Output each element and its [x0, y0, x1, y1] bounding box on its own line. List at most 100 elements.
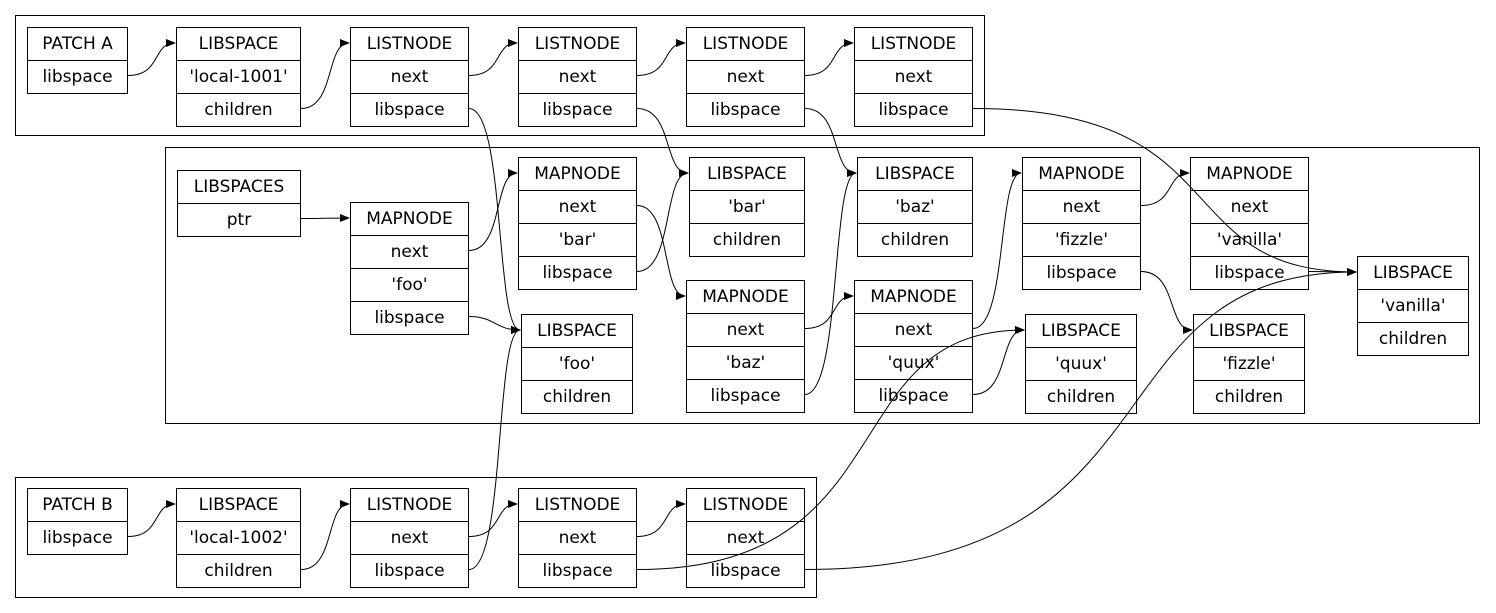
node-field: 'local-1002' [177, 521, 300, 554]
node-field: children [858, 223, 972, 256]
node-header: LISTNODE [870, 34, 957, 54]
node-header: LISTNODE [702, 34, 789, 54]
node-field: libspace [855, 93, 972, 126]
node-field: libspace [519, 93, 636, 126]
node-header: LISTNODE [534, 34, 621, 54]
node-field: libspace [351, 301, 468, 334]
record-node-lsVanilla: LIBSPACE 'vanilla'children [1357, 256, 1469, 356]
record-node-lsA: LIBSPACE 'local-1001'children [176, 27, 301, 127]
node-field: 'vanilla' [1358, 289, 1468, 322]
node-field: libspace [519, 554, 636, 587]
record-node-mVanilla: MAPNODE next'vanilla'libspace [1190, 157, 1309, 290]
node-field: next [855, 313, 972, 346]
node-field: 'vanilla' [1191, 223, 1308, 256]
node-field: libspace [351, 554, 468, 587]
record-node-mQuux: MAPNODE next'quux'libspace [854, 280, 973, 413]
node-field: next [1023, 190, 1140, 223]
node-header: MAPNODE [366, 209, 453, 229]
node-field: next [687, 313, 804, 346]
record-node-patchA: PATCH A libspace [27, 27, 128, 94]
node-field: libspace [28, 60, 127, 93]
node-field: 'bar' [519, 223, 636, 256]
node-field: children [522, 380, 632, 413]
node-header: LIBSPACE [198, 34, 279, 54]
node-header: LIBSPACE [1209, 321, 1289, 341]
node-header: LIBSPACE [1373, 263, 1453, 283]
node-field: ptr [178, 203, 300, 236]
node-field: children [690, 223, 804, 256]
node-header: LIBSPACE [198, 495, 279, 515]
record-node-lsFoo: LIBSPACE 'foo'children [521, 314, 633, 414]
record-node-patchB: PATCH B libspace [27, 488, 128, 555]
node-field: libspace [687, 93, 804, 126]
node-field: libspace [687, 379, 804, 412]
record-node-lsBaz: LIBSPACE 'baz'children [857, 157, 973, 257]
record-node-lsB: LIBSPACE 'local-1002'children [176, 488, 301, 588]
node-field: next [519, 190, 636, 223]
node-header: MAPNODE [1038, 164, 1125, 184]
node-field: libspace [1023, 256, 1140, 289]
node-header: LIBSPACE [875, 164, 955, 184]
node-header: MAPNODE [1206, 164, 1293, 184]
node-field: libspace [855, 379, 972, 412]
node-header: LISTNODE [366, 34, 453, 54]
node-field: next [351, 235, 468, 268]
node-header: LISTNODE [366, 495, 453, 515]
node-header: PATCH A [42, 34, 113, 54]
node-header: MAPNODE [702, 287, 789, 307]
node-field: libspace [687, 554, 804, 587]
node-header: LIBSPACE [1041, 321, 1121, 341]
record-node-lsQuux: LIBSPACE 'quux'children [1025, 314, 1137, 414]
node-field: 'quux' [1026, 347, 1136, 380]
record-node-mBaz: MAPNODE next'baz'libspace [686, 280, 805, 413]
node-field: next [687, 521, 804, 554]
node-field: 'baz' [687, 346, 804, 379]
record-node-mBar: MAPNODE next'bar'libspace [518, 157, 637, 290]
patch-a-cluster [15, 15, 985, 136]
node-field: 'foo' [522, 347, 632, 380]
node-header: LISTNODE [702, 495, 789, 515]
node-field: 'baz' [858, 190, 972, 223]
record-node-mFoo: MAPNODE next'foo'libspace [350, 202, 469, 335]
record-node-lsFizzle: LIBSPACE 'fizzle'children [1193, 314, 1305, 414]
node-field: libspace [519, 256, 636, 289]
node-field: 'fizzle' [1194, 347, 1304, 380]
record-node-lsBar: LIBSPACE 'bar'children [689, 157, 805, 257]
node-field: 'foo' [351, 268, 468, 301]
node-header: LIBSPACE [707, 164, 787, 184]
node-field: children [1026, 380, 1136, 413]
node-field: libspace [28, 521, 127, 554]
node-field: next [1191, 190, 1308, 223]
node-field: 'local-1001' [177, 60, 300, 93]
node-header: MAPNODE [870, 287, 957, 307]
node-field: next [351, 521, 468, 554]
node-header: LIBSPACES [193, 177, 285, 197]
node-field: 'fizzle' [1023, 223, 1140, 256]
node-field: next [519, 521, 636, 554]
node-header: LISTNODE [534, 495, 621, 515]
node-field: libspace [1191, 256, 1308, 289]
node-field: libspace [351, 93, 468, 126]
node-header: MAPNODE [534, 164, 621, 184]
record-node-libspaces: LIBSPACES ptr [177, 170, 301, 237]
node-field: next [351, 60, 468, 93]
node-header: PATCH B [42, 495, 113, 515]
node-field: next [687, 60, 804, 93]
node-field: 'bar' [690, 190, 804, 223]
node-field: next [855, 60, 972, 93]
node-field: next [519, 60, 636, 93]
node-field: 'quux' [855, 346, 972, 379]
node-field: children [1358, 322, 1468, 355]
node-header: LIBSPACE [537, 321, 617, 341]
node-field: children [177, 93, 300, 126]
node-field: children [177, 554, 300, 587]
node-field: children [1194, 380, 1304, 413]
record-node-mFizzle: MAPNODE next'fizzle'libspace [1022, 157, 1141, 290]
